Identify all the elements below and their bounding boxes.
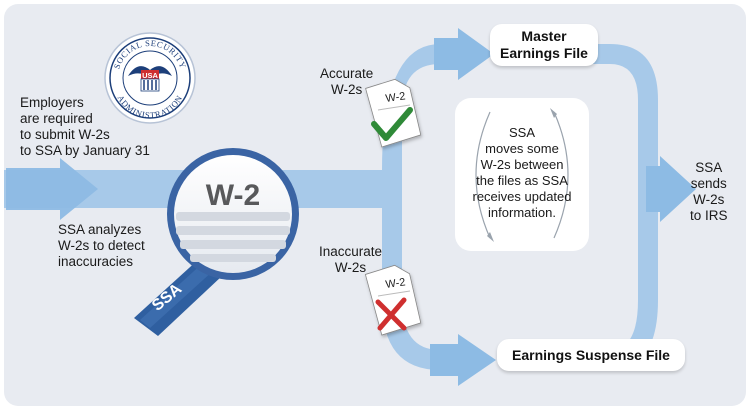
employers-label: Employers are required to submit W-2s to… xyxy=(20,95,150,158)
accurate-doc-label: W-2 xyxy=(385,90,406,105)
master-earnings-file-box: Master Earnings File xyxy=(490,24,598,66)
arrow-input xyxy=(6,158,98,220)
sends-label: SSA sends W-2s to IRS xyxy=(690,160,728,223)
arrow-to-irs xyxy=(646,156,696,222)
inaccurate-label: Inaccurate W-2s xyxy=(319,244,383,275)
accurate-label: Accurate W-2s xyxy=(320,66,374,97)
check-icon xyxy=(371,107,413,141)
middle-explanation-text: SSA moves some W-2s between the files as… xyxy=(472,125,572,220)
lens-text: W-2 xyxy=(206,179,260,212)
logo-center-text: USA xyxy=(142,71,158,80)
cross-icon xyxy=(375,297,407,331)
inaccurate-doc-label: W-2 xyxy=(385,276,406,291)
ssa-logo: SOCIAL SECURITY ADMINISTRATION USA xyxy=(104,32,196,124)
analyzes-label: SSA analyzes W-2s to detect inaccuracies xyxy=(58,222,145,269)
inaccurate-w2-document xyxy=(364,264,422,336)
arrow-to-suspense xyxy=(430,334,496,386)
magnifier-lens: W-2 xyxy=(167,148,299,280)
earnings-suspense-file-box: Earnings Suspense File xyxy=(497,339,685,371)
arrow-to-master xyxy=(434,28,494,80)
circular-arrows xyxy=(455,98,589,251)
